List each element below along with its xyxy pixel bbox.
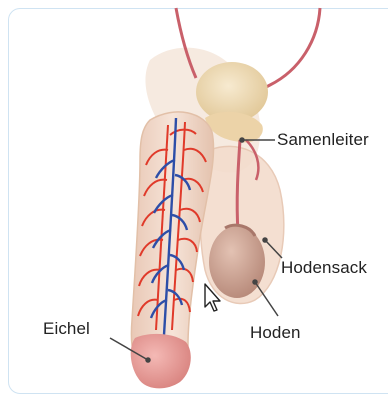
leader-hoden-dot <box>253 280 257 284</box>
arrow-cursor-icon <box>203 283 223 313</box>
label-eichel: Eichel <box>43 319 90 339</box>
leader-hodensack-dot <box>263 238 267 242</box>
label-hoden: Hoden <box>250 323 301 343</box>
label-hodensack: Hodensack <box>281 258 367 278</box>
leader-eichel-dot <box>146 358 150 362</box>
glans-shape <box>131 334 191 388</box>
label-samenleiter: Samenleiter <box>277 130 369 150</box>
leader-samenleiter-dot <box>240 138 244 142</box>
